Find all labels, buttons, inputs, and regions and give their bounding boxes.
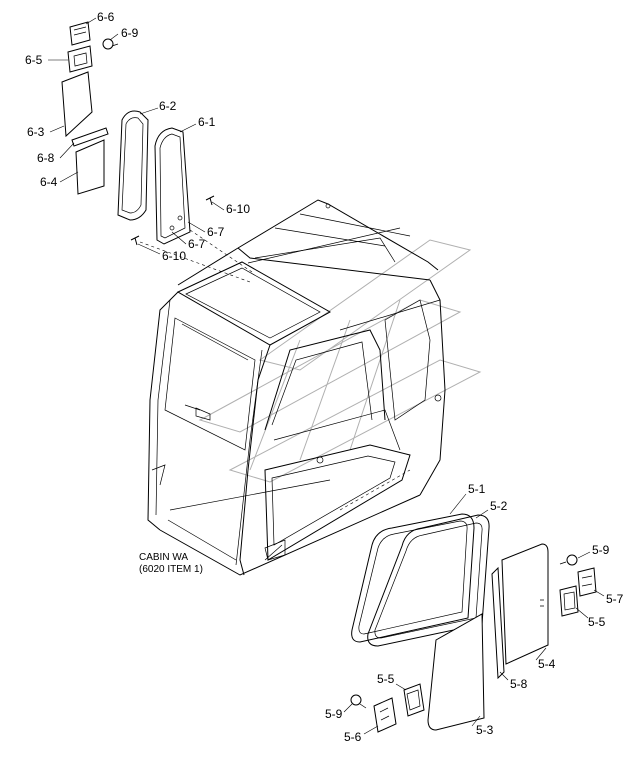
part-6-5-bracket	[67, 45, 93, 73]
callout-5-4: 5-4	[538, 657, 556, 671]
cabin-body	[147, 199, 446, 576]
part-5-4-glass	[501, 543, 549, 665]
callout-6-8: 6-8	[37, 151, 55, 165]
callout-6-9: 6-9	[121, 26, 139, 40]
caption-line-1: CABIN WA	[139, 552, 189, 563]
callout-5-2: 5-2	[490, 499, 508, 513]
part-5-3-glass	[427, 613, 485, 731]
callout-5-1: 5-1	[468, 482, 486, 496]
callout-6-7-upper: 6-7	[207, 225, 225, 239]
part-5-9-knob-lower	[350, 694, 367, 709]
part-6-6-latch	[69, 21, 91, 46]
leader-lines	[48, 17, 605, 735]
part-5-5-latch-right	[559, 585, 579, 617]
callout-5-8: 5-8	[510, 677, 528, 691]
callout-5-3: 5-3	[476, 723, 494, 737]
part-5-8-seal	[491, 566, 505, 680]
part-5-1-5-2-frames	[351, 513, 490, 647]
callout-5-9-lower: 5-9	[325, 707, 343, 721]
callout-6-2: 6-2	[159, 99, 177, 113]
part-6-1-frame	[154, 127, 191, 245]
watermark-logo	[198, 239, 482, 483]
callout-6-5: 6-5	[25, 53, 43, 67]
part-5-5-latch-lower	[403, 683, 425, 717]
cabin-caption: CABIN WA (6020 ITEM 1)	[139, 552, 203, 575]
callout-6-7-lower: 6-7	[188, 237, 206, 251]
callout-5-6: 5-6	[344, 730, 362, 744]
part-5-7-bracket	[577, 567, 597, 597]
callout-5-9-right: 5-9	[592, 543, 610, 557]
callout-6-10-lower: 6-10	[162, 249, 187, 263]
part-6-3-glass	[61, 71, 93, 138]
callout-6-1: 6-1	[198, 115, 216, 129]
callout-6-10-upper: 6-10	[226, 202, 251, 216]
callout-5-5-right: 5-5	[588, 615, 606, 629]
part-6-9-knob	[102, 38, 119, 50]
caption-line-2: (6020 ITEM 1)	[139, 563, 203, 575]
callout-6-6: 6-6	[97, 10, 115, 24]
part-6-4-glass	[75, 139, 105, 195]
part-5-9-knob-right	[559, 554, 578, 566]
part-6-10-screws	[130, 195, 215, 246]
callout-6-4: 6-4	[40, 175, 58, 189]
part-5-6-bracket	[373, 697, 397, 733]
part-6-2-frame	[117, 110, 149, 221]
callout-5-7: 5-7	[606, 592, 624, 606]
callout-6-3: 6-3	[27, 125, 45, 139]
callout-5-5-lower: 5-5	[377, 672, 395, 686]
